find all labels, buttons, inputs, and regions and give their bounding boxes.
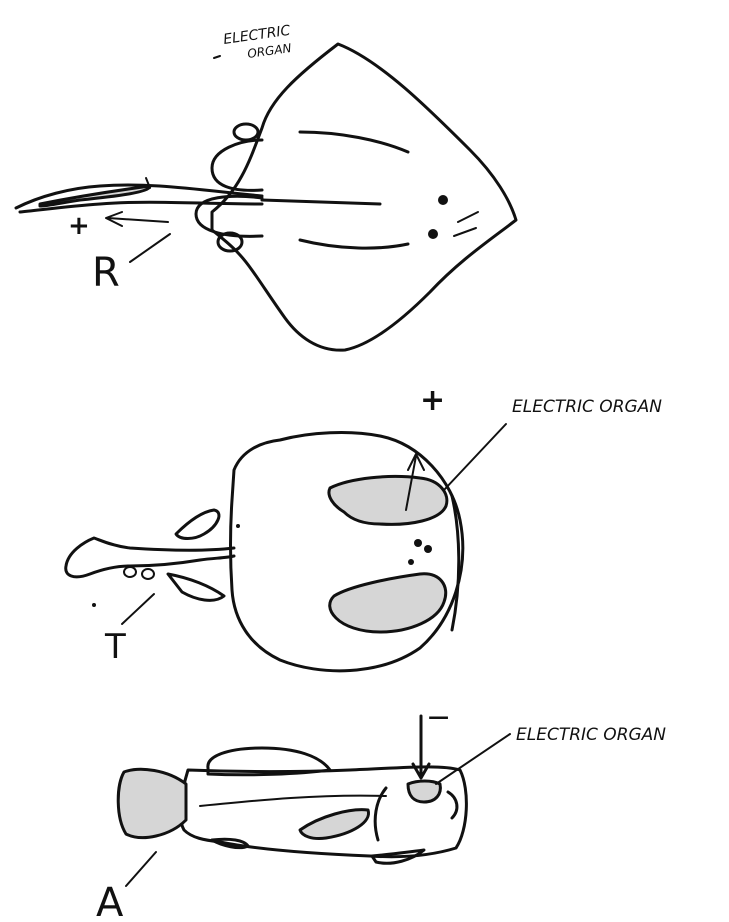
ray-clasper-upper — [234, 124, 258, 140]
torpedo-eye-1 — [414, 539, 422, 547]
torpedo-organ-label: ELECTRIC ORGAN — [512, 397, 662, 417]
torpedo-eye-2 — [424, 545, 432, 553]
torpedo-figure — [66, 424, 506, 671]
ray-organ-label-line2: ORGAN — [246, 41, 292, 61]
stargazer-pectoral-fin — [300, 810, 369, 839]
torpedo-letter-pointer — [122, 594, 154, 624]
ray-upper-curve — [300, 132, 408, 152]
stargazer-lateral-line — [200, 796, 386, 806]
stargazer-label-pointer — [436, 734, 510, 784]
torpedo-tail-knob-1 — [124, 567, 136, 577]
torpedo-eye-3 — [408, 559, 414, 565]
ray-polarity-sign: + — [68, 211, 90, 241]
stargazer-mouth — [448, 792, 457, 818]
stargazer-organ-label: ELECTRIC ORGAN — [516, 725, 666, 745]
stargazer-letter: A — [96, 880, 124, 922]
torpedo-electric-organ-lower — [330, 574, 446, 632]
torpedo-speck — [236, 524, 240, 528]
ray-label-dash — [214, 56, 220, 58]
torpedo-electric-organ-upper — [329, 476, 447, 524]
stargazer-polarity-sign: − — [426, 700, 451, 735]
ray-current-arrow — [106, 212, 168, 226]
torpedo-fin-lower — [168, 574, 224, 600]
torpedo-speck-2 — [92, 603, 96, 607]
torpedo-letter: T — [104, 627, 126, 667]
ray-eye-lower — [428, 229, 438, 239]
torpedo-label-pointer — [444, 424, 506, 490]
torpedo-tail — [66, 538, 234, 577]
stargazer-letter-pointer — [126, 852, 156, 886]
torpedo-tail-knob-2 — [142, 569, 154, 579]
stargazer-tail-fin — [118, 769, 186, 837]
ray-body-axis — [262, 200, 380, 204]
ray-letter: R — [92, 250, 120, 296]
ray-lower-curve — [300, 240, 408, 248]
ray-letter-pointer — [130, 234, 170, 262]
torpedo-fin-upper — [176, 510, 219, 539]
stargazer-figure — [118, 716, 510, 886]
ray-snout-line-1 — [458, 212, 478, 222]
torpedo-polarity-sign: + — [420, 383, 445, 418]
ray-figure — [16, 44, 516, 350]
ray-snout-line-2 — [454, 228, 476, 236]
ray-eye-upper — [438, 195, 448, 205]
